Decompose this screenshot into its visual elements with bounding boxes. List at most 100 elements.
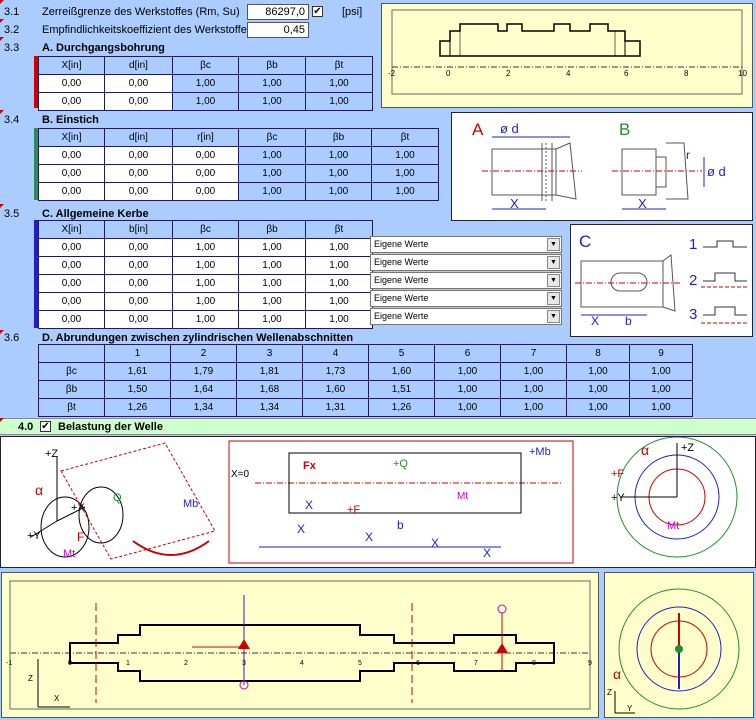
notch-type-select[interactable]: Eigene Werte ▼	[370, 308, 562, 325]
d-cell[interactable]: 0,00	[104, 146, 173, 165]
tick-label: 4	[566, 69, 571, 78]
beta-c-cell: 1,00	[238, 164, 306, 183]
beta-c-cell[interactable]: 1,00	[172, 238, 239, 257]
value-cell: 1,00	[434, 380, 501, 399]
x-cell[interactable]: 0,00	[38, 310, 105, 329]
header-cell: βc	[172, 220, 239, 239]
value-cell: 1,61	[104, 362, 171, 381]
beta-t-cell[interactable]: 1,00	[305, 310, 373, 329]
chevron-down-icon[interactable]: ▼	[547, 256, 560, 269]
beta-t-cell[interactable]: 1,00	[305, 238, 373, 257]
value-cell: 1,81	[236, 362, 303, 381]
beta-b-cell: 1,00	[305, 164, 372, 183]
beta-b-cell[interactable]: 1,00	[238, 292, 306, 311]
chevron-down-icon[interactable]: ▼	[547, 274, 560, 287]
d-cell[interactable]: 0,00	[104, 182, 173, 201]
beta-c-cell[interactable]: 1,00	[172, 310, 239, 329]
x-cell[interactable]: 0,00	[38, 92, 105, 111]
x-cell[interactable]: 0,00	[38, 74, 105, 93]
label-x2: X	[297, 522, 305, 536]
header-cell	[38, 344, 105, 363]
d-cell[interactable]: 0,00	[104, 74, 173, 93]
header-cell: X[in]	[38, 220, 105, 239]
notch-type-select[interactable]: Eigene Werte▼	[370, 290, 562, 307]
notch-type-select[interactable]: Eigene Werte▼	[370, 236, 562, 253]
label-mt-polar: Mt	[667, 520, 679, 532]
table-row: 0,00 0,00 0,00 1,00 1,00 1,00	[38, 182, 439, 201]
groove-table: X[in] d[in] r[in] βc βb βt 0,00 0,00 0,0…	[38, 128, 439, 201]
sensitivity-input[interactable]: 0,45	[247, 22, 309, 38]
x-cell[interactable]: 0,00	[38, 256, 105, 275]
beta-b-cell[interactable]: 1,00	[238, 256, 306, 275]
select-value: Eigene Werte	[374, 311, 429, 321]
notch-type-select[interactable]: Eigene Werte▼	[370, 272, 562, 289]
label-x3: X	[365, 530, 373, 544]
beta-c-cell[interactable]: 1,00	[172, 256, 239, 275]
tick-label: -2	[388, 69, 396, 78]
chevron-down-icon[interactable]: ▼	[547, 292, 560, 305]
header-cell: b[in]	[104, 220, 173, 239]
value-cell: 1,64	[170, 380, 237, 399]
tick-label: 10	[738, 69, 747, 78]
b-cell[interactable]: 0,00	[104, 310, 173, 329]
tick-label: 8	[532, 660, 536, 667]
beta-b-cell[interactable]: 1,00	[238, 238, 306, 257]
b-cell[interactable]: 0,00	[104, 292, 173, 311]
beta-t-cell[interactable]: 1,00	[305, 274, 373, 293]
b-cell[interactable]: 0,00	[104, 256, 173, 275]
value-cell: 1,79	[170, 362, 237, 381]
row-label: βb	[38, 380, 105, 399]
d-cell[interactable]: 0,00	[104, 164, 173, 183]
x-cell[interactable]: 0,00	[38, 164, 105, 183]
label-c: C	[579, 232, 591, 251]
label-plus-q: +Q	[393, 458, 408, 470]
beta-c-cell: 1,00	[172, 74, 239, 93]
beta-b-cell[interactable]: 1,00	[238, 274, 306, 293]
label-plus-mb: +Mb	[529, 446, 551, 458]
header-cell: 4	[302, 344, 369, 363]
d-cell[interactable]: 0,00	[104, 92, 173, 111]
tick-label: 6	[416, 660, 420, 667]
label-plus-f-polar: +F	[611, 468, 624, 480]
load-checkbox[interactable]: ✔	[40, 421, 51, 432]
x-cell[interactable]: 0,00	[38, 146, 105, 165]
load-section-band	[0, 418, 756, 435]
header-cell: 6	[434, 344, 501, 363]
b-cell[interactable]: 0,00	[104, 238, 173, 257]
value-cell: 1,68	[236, 380, 303, 399]
beta-t-cell[interactable]: 1,00	[305, 292, 373, 311]
section-num-4-0: 4.0	[18, 421, 34, 433]
load-diagrams-panel: +Z +Y +X α Q Mb F Mt X=0 Fx +Q +Mb +F Mt…	[0, 436, 756, 568]
value-cell: 1,26	[368, 398, 435, 417]
notch-type-select[interactable]: Eigene Werte ▼	[370, 254, 562, 271]
tick-label: 0	[446, 69, 451, 78]
tick-label: -1	[6, 660, 12, 667]
tensile-strength-input[interactable]: 86297,0	[247, 4, 309, 20]
header-cell: 3	[236, 344, 303, 363]
beta-c-cell[interactable]: 1,00	[172, 292, 239, 311]
select-value: Eigene Werte	[374, 257, 429, 267]
label-alpha-3d: α	[35, 482, 43, 498]
x-cell[interactable]: 0,00	[38, 292, 105, 311]
label-x-c: X	[591, 314, 599, 328]
b-cell[interactable]: 0,00	[104, 274, 173, 293]
table-row: βt 1,26 1,34 1,34 1,31 1,26 1,00 1,00 1,…	[38, 398, 693, 417]
x-cell[interactable]: 0,00	[38, 274, 105, 293]
tick-label: 2	[184, 660, 188, 667]
chevron-down-icon[interactable]: ▼	[547, 310, 560, 323]
r-cell[interactable]: 0,00	[172, 182, 239, 201]
beta-c-cell: 1,00	[172, 92, 239, 111]
chevron-down-icon[interactable]: ▼	[547, 238, 560, 251]
beta-t-cell[interactable]: 1,00	[305, 256, 373, 275]
beta-t-cell: 1,00	[371, 146, 439, 165]
x-cell[interactable]: 0,00	[38, 182, 105, 201]
x-cell[interactable]: 0,00	[38, 238, 105, 257]
tensile-strength-checkbox[interactable]: ✔	[312, 6, 323, 17]
r-cell[interactable]: 0,00	[172, 164, 239, 183]
label-mt-2d: Mt	[457, 491, 468, 502]
beta-b-cell[interactable]: 1,00	[238, 310, 306, 329]
beta-c-cell[interactable]: 1,00	[172, 274, 239, 293]
header-cell: d[in]	[104, 56, 173, 75]
label-alpha-section: α	[613, 666, 621, 682]
r-cell[interactable]: 0,00	[172, 146, 239, 165]
